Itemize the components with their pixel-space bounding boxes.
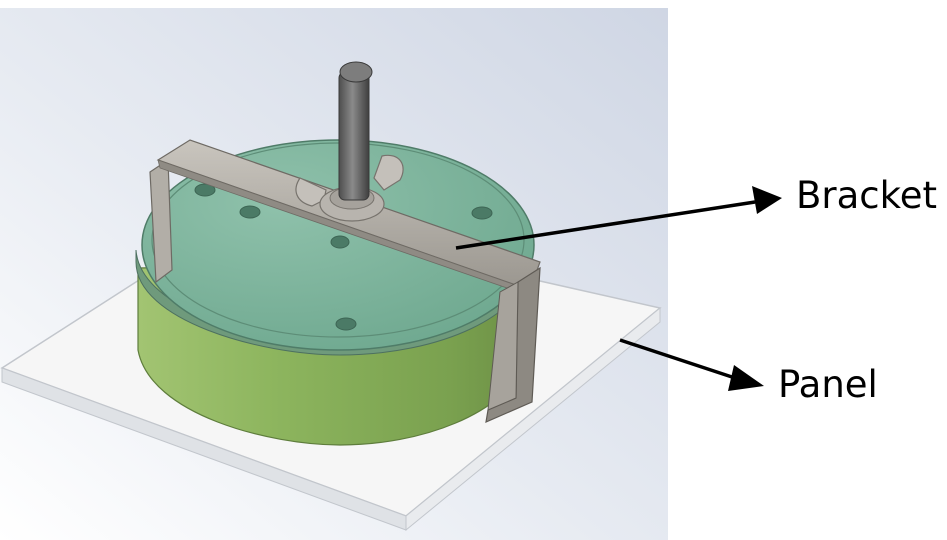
- panel-label: Panel: [778, 363, 878, 406]
- bracket-leader-line: [455, 200, 756, 250]
- bolt: [338, 61, 373, 201]
- cylinder-top-rim: [151, 142, 525, 338]
- panel-callout: Panel: [619, 338, 878, 406]
- bracket-callout: Bracket: [455, 174, 937, 250]
- screw-holes: [194, 183, 493, 331]
- bracket-label: Bracket: [796, 174, 937, 217]
- arrowhead-right-icon: [752, 186, 782, 214]
- arrowhead-right-icon: [728, 365, 764, 391]
- panel-leader-line: [619, 338, 736, 380]
